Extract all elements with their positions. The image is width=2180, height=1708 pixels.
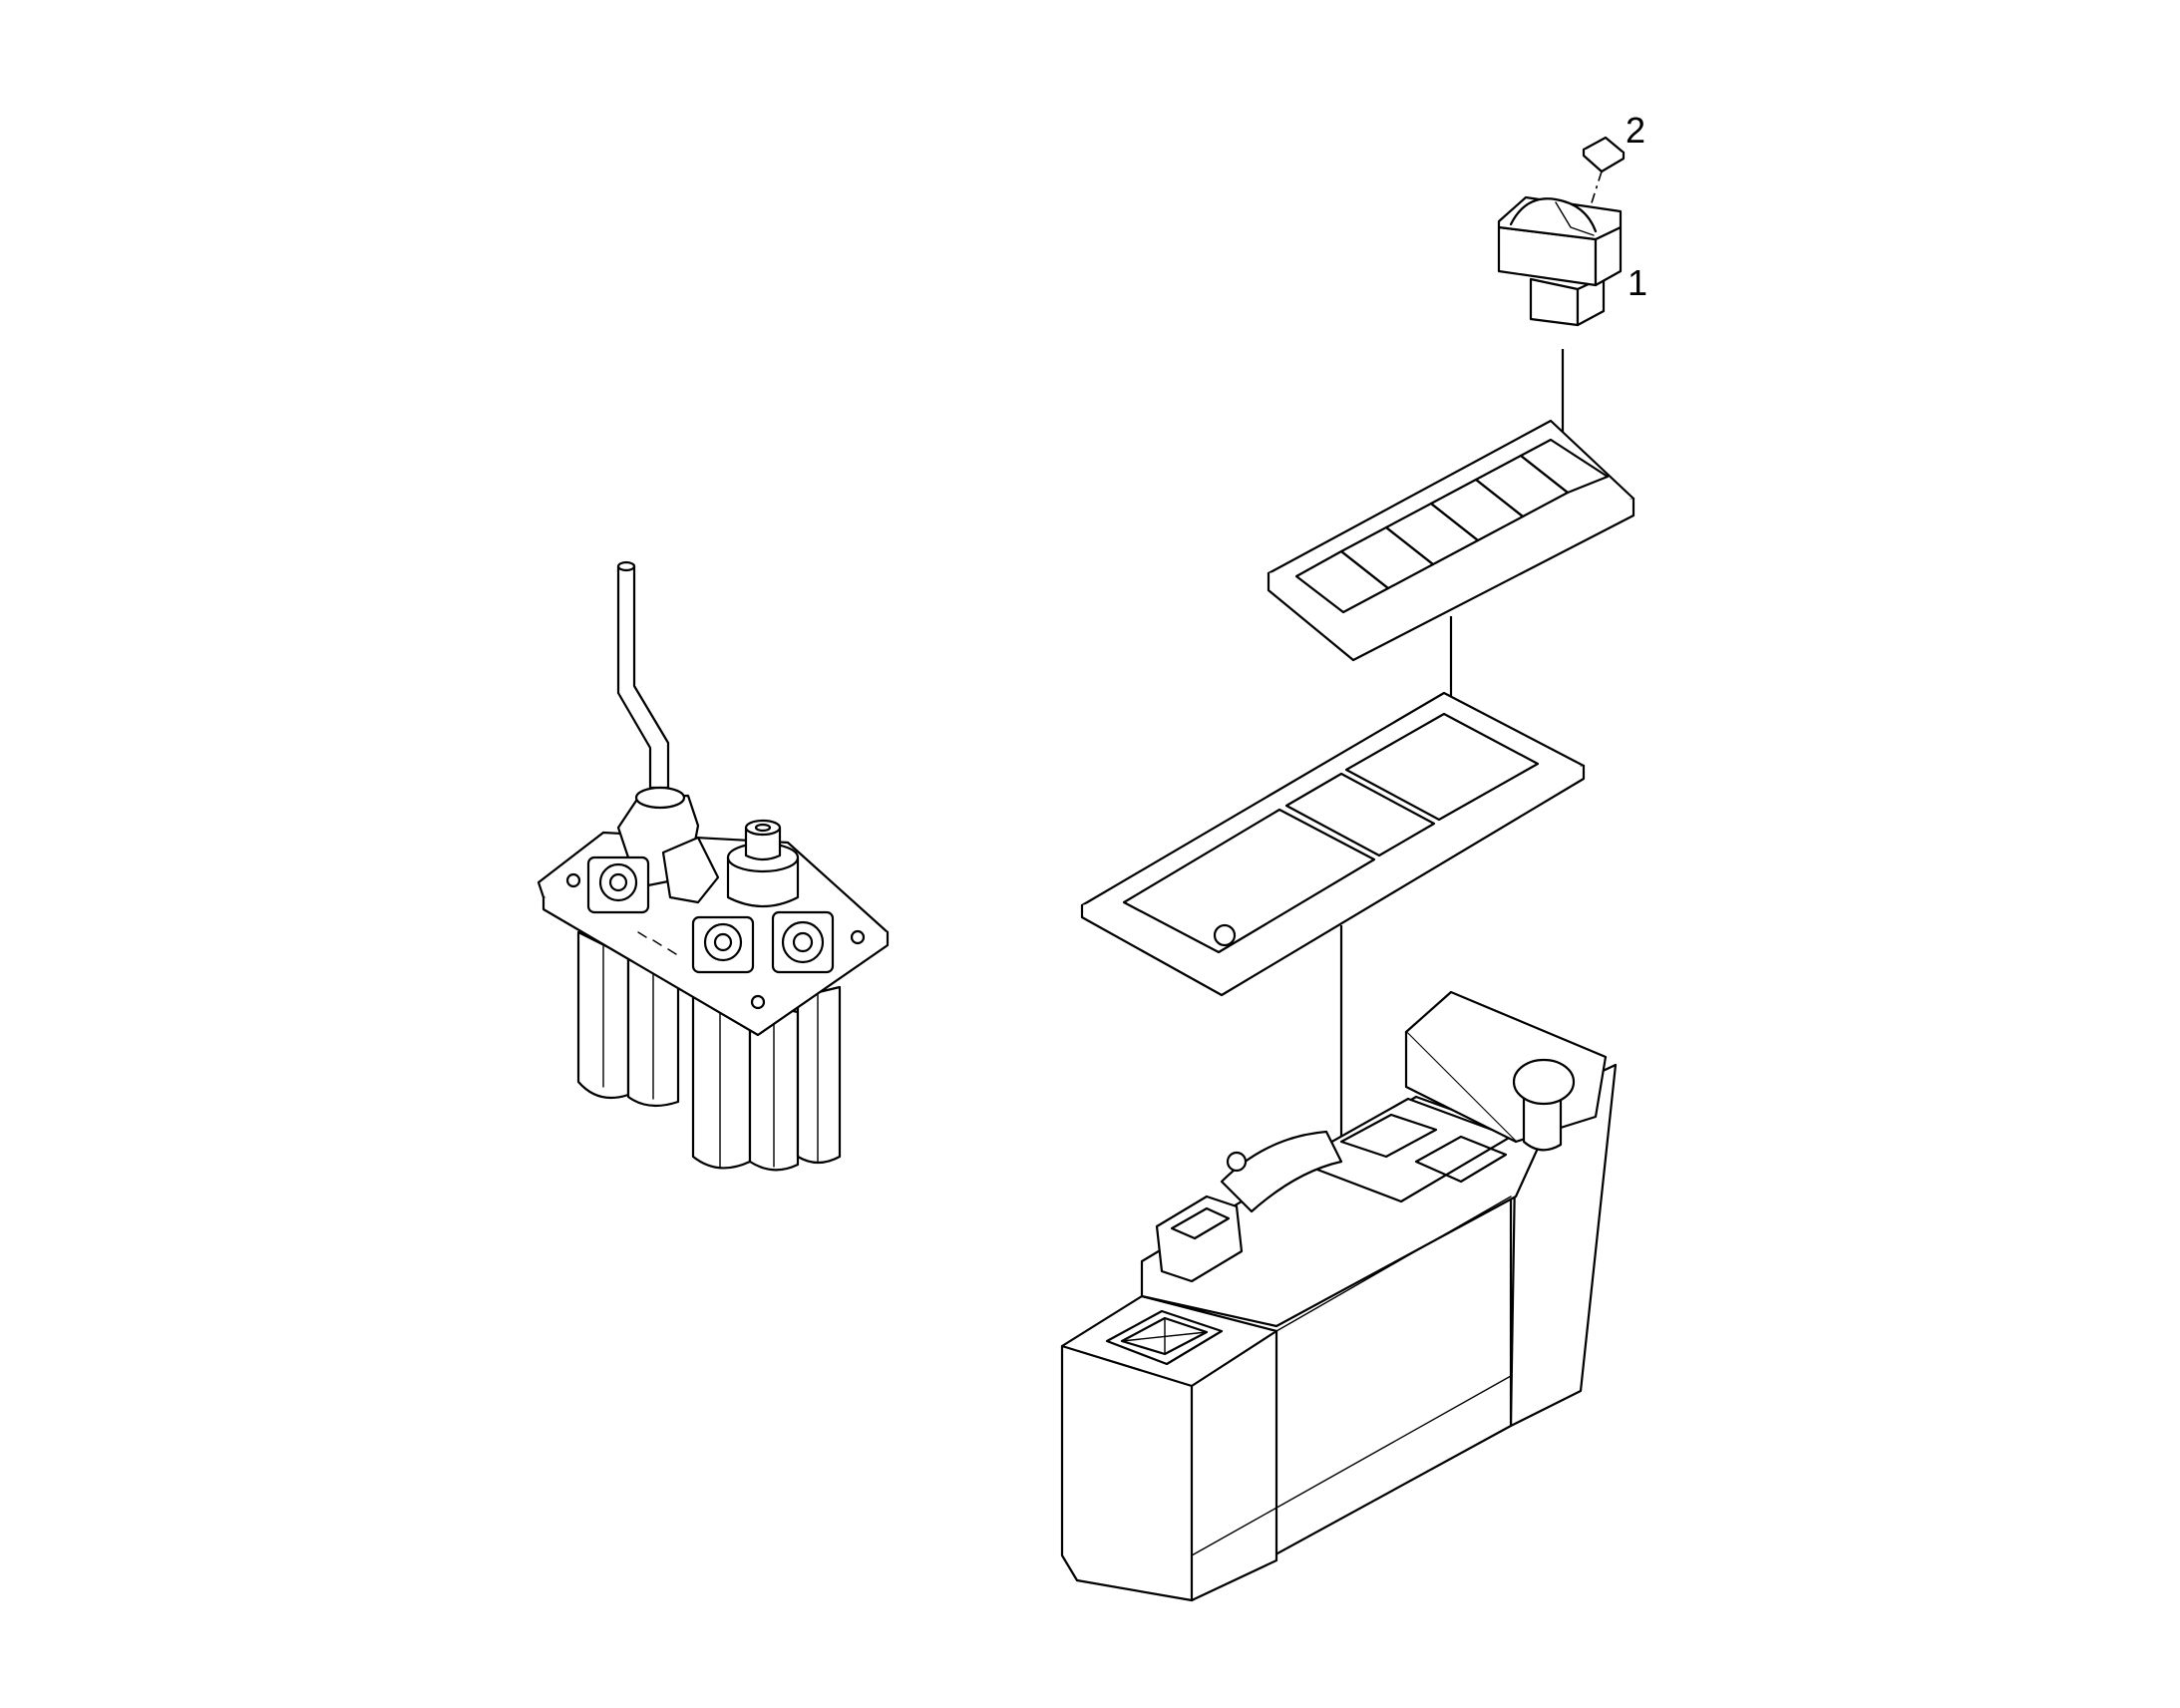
console-housing	[1060, 990, 1618, 1602]
center-nut	[726, 819, 800, 907]
mounting-gasket	[1080, 691, 1586, 997]
callout-2: 2	[1626, 110, 1645, 151]
lever-valve-assembly	[537, 560, 890, 1172]
callout-1: 1	[1628, 262, 1647, 303]
valve-cylinders	[576, 930, 842, 1172]
switch-cap	[1582, 136, 1626, 173]
lever-rod	[616, 560, 670, 790]
plate-marks	[637, 931, 677, 955]
valve-heads	[586, 855, 835, 974]
switch-panel	[1267, 419, 1635, 662]
rocker-switch	[1497, 195, 1623, 327]
